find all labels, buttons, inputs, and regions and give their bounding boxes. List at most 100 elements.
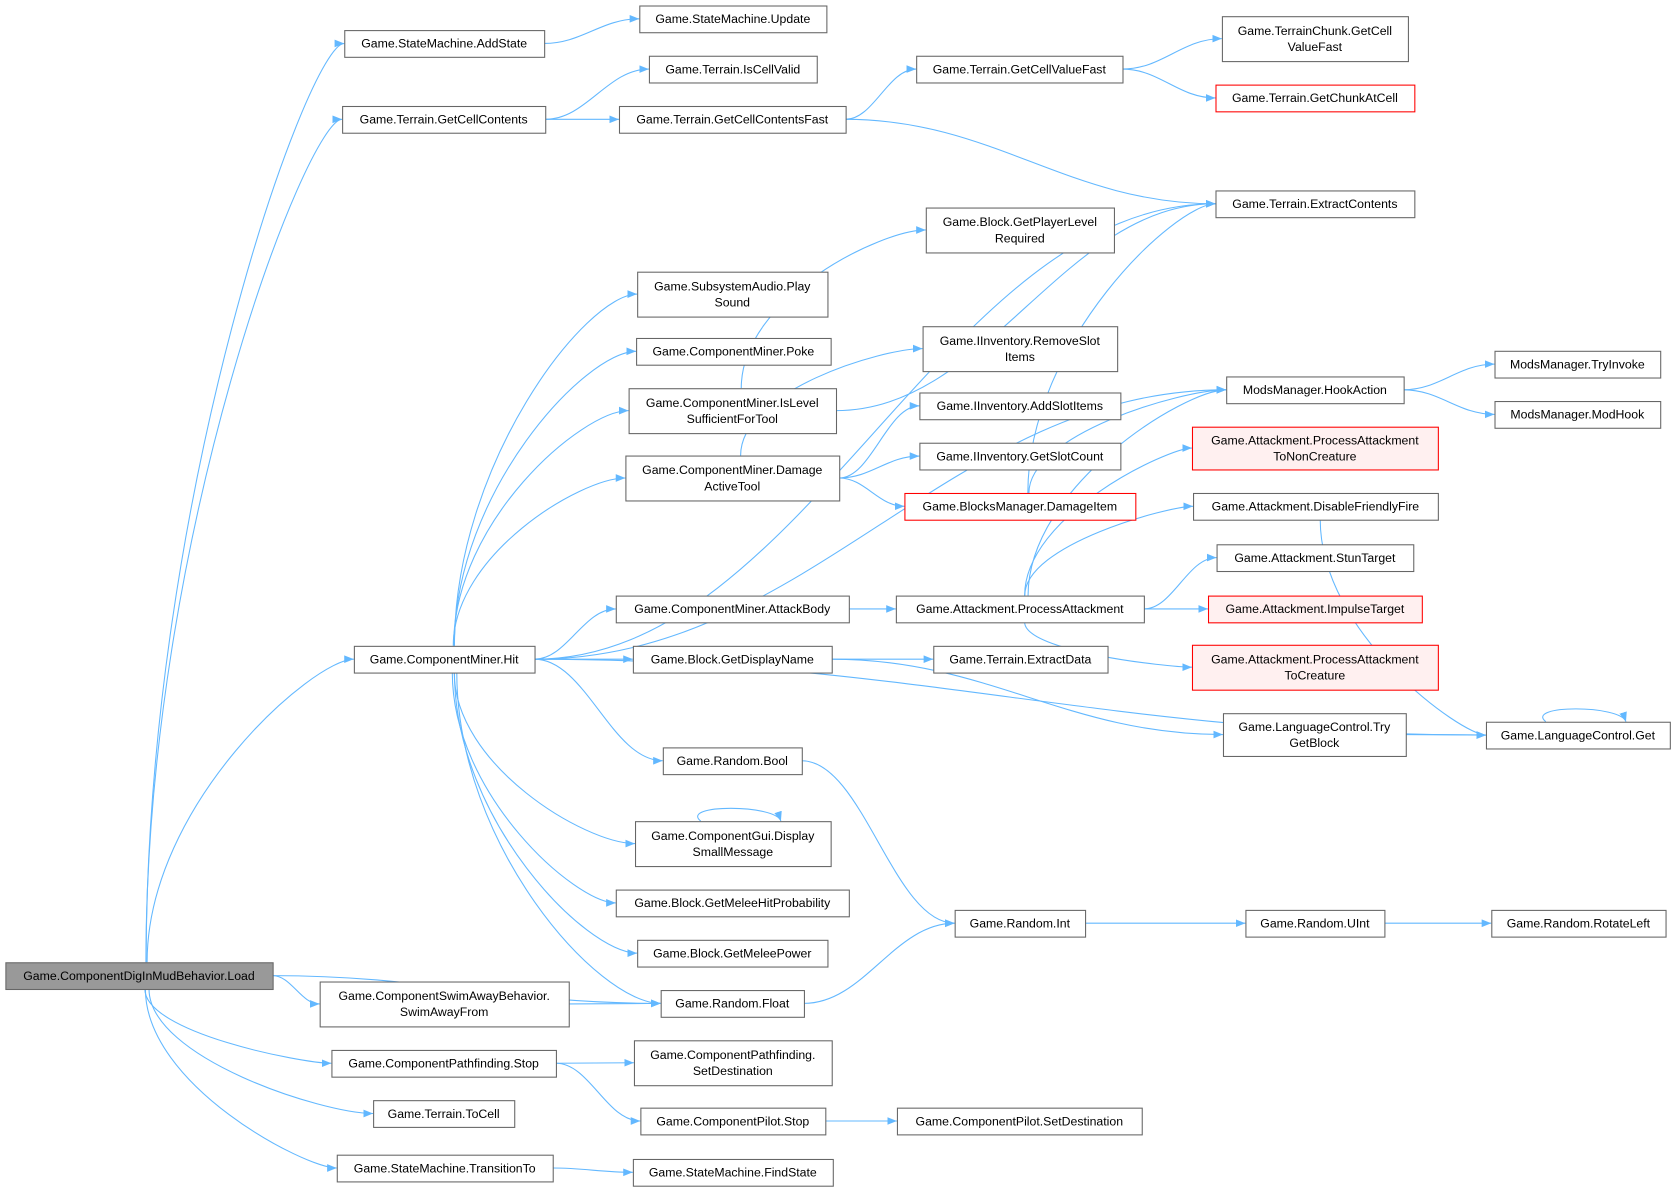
node-modhook[interactable]: ModsManager.ModHook bbox=[1494, 401, 1662, 429]
node-islevel[interactable]: Game.ComponentMiner.IsLevelSufficientFor… bbox=[628, 388, 838, 435]
node-box bbox=[933, 645, 1109, 674]
edge-damage-to-getslot bbox=[839, 452, 920, 479]
edge-hit-to-gui bbox=[453, 672, 635, 848]
node-load[interactable]: Game.ComponentDigInMudBehavior.Load bbox=[5, 962, 274, 991]
node-box bbox=[618, 105, 847, 134]
node-pf-set[interactable]: Game.ComponentPathfinding. SetDestination bbox=[633, 1040, 833, 1087]
node-pa-nc[interactable]: Game.Attackment.ProcessAttackmentToNonCr… bbox=[1191, 426, 1439, 471]
node-getslot[interactable]: Game.IInventory.GetSlotCount bbox=[919, 442, 1122, 471]
node-box bbox=[342, 105, 547, 134]
node-label: SetDestination bbox=[693, 1064, 773, 1078]
node-pa[interactable]: Game.Attackment.ProcessAttackment bbox=[895, 595, 1145, 624]
node-box bbox=[639, 5, 828, 34]
edge-gdn-to-lc-try bbox=[831, 658, 1223, 739]
node-label: Game.ComponentPathfinding. bbox=[650, 1048, 815, 1062]
node-t-gcvf[interactable]: Game.Terrain.GetCellValueFast bbox=[916, 55, 1124, 84]
node-label: Game.Block.GetMeleeHitProbability bbox=[634, 896, 831, 910]
edge-pa-to-hook bbox=[1027, 385, 1227, 596]
node-label: Game.Attackment.DisableFriendlyFire bbox=[1212, 500, 1420, 514]
node-label: Game.Random.Bool bbox=[677, 754, 788, 768]
node-rotate[interactable]: Game.Random.RotateLeft bbox=[1491, 909, 1667, 938]
node-ff[interactable]: Game.Attackment.DisableFriendlyFire bbox=[1193, 492, 1439, 521]
node-t-valid[interactable]: Game.Terrain.IsCellValid bbox=[648, 55, 818, 84]
node-lc-get[interactable]: Game.LanguageControl.Get bbox=[1485, 721, 1671, 750]
node-label: Game.Attackment.ProcessAttackment bbox=[1211, 652, 1419, 666]
node-box bbox=[1491, 909, 1667, 938]
node-box bbox=[640, 1107, 827, 1136]
node-label: Game.Terrain.IsCellValid bbox=[665, 62, 800, 76]
edge-hit-to-poke bbox=[453, 347, 637, 646]
node-box bbox=[922, 326, 1119, 373]
node-gdn[interactable]: Game.Block.GetDisplayName bbox=[632, 645, 833, 674]
node-label: ModsManager.TryInvoke bbox=[1510, 357, 1645, 371]
node-box bbox=[896, 1107, 1143, 1136]
node-label: Game.Terrain.GetCellContents bbox=[360, 113, 528, 127]
node-label: Game.LanguageControl.Get bbox=[1501, 728, 1656, 742]
node-rfloat[interactable]: Game.Random.Float bbox=[660, 990, 805, 1018]
node-swim[interactable]: Game.ComponentSwimAwayBehavior.SwimAwayF… bbox=[319, 981, 570, 1028]
node-pilot-stop[interactable]: Game.ComponentPilot.Stop bbox=[640, 1107, 827, 1136]
node-melee-prob[interactable]: Game.Block.GetMeleeHitProbability bbox=[615, 889, 850, 918]
node-box bbox=[637, 271, 829, 318]
edge-lc-try-to-lc-get bbox=[1405, 731, 1486, 739]
node-label: Game.ComponentPathfinding.Stop bbox=[348, 1057, 539, 1071]
node-t-chunk[interactable]: Game.Terrain.GetChunkAtCell bbox=[1215, 84, 1416, 113]
node-sm-add[interactable]: Game.StateMachine.AddState bbox=[344, 30, 546, 58]
node-tryinvoke[interactable]: ModsManager.TryInvoke bbox=[1494, 350, 1662, 379]
edge-load-to-transition bbox=[144, 988, 337, 1172]
edge-pa-to-stun bbox=[1143, 553, 1217, 610]
node-box bbox=[331, 1049, 557, 1078]
node-label: Game.Terrain.GetCellContentsFast bbox=[636, 113, 828, 127]
node-tocell[interactable]: Game.Terrain.ToCell bbox=[373, 1100, 516, 1128]
node-tc-gcvf[interactable]: Game.TerrainChunk.GetCellValueFast bbox=[1221, 16, 1409, 63]
edge-hit-to-melee-pow bbox=[453, 672, 638, 957]
node-pa-c[interactable]: Game.Attackment.ProcessAttackmentToCreat… bbox=[1191, 644, 1439, 691]
node-extractdata[interactable]: Game.Terrain.ExtractData bbox=[933, 645, 1109, 674]
node-box bbox=[660, 990, 805, 1018]
node-pilot-set[interactable]: Game.ComponentPilot.SetDestination bbox=[896, 1107, 1143, 1136]
node-rbool[interactable]: Game.Random.Bool bbox=[662, 747, 803, 776]
node-pf-stop[interactable]: Game.ComponentPathfinding.Stop bbox=[331, 1049, 557, 1078]
node-t-getccf[interactable]: Game.Terrain.GetCellContentsFast bbox=[618, 105, 847, 134]
node-label: Game.Terrain.GetCellValueFast bbox=[933, 62, 1107, 76]
node-addslot[interactable]: Game.IInventory.AddSlotItems bbox=[919, 392, 1122, 421]
edge-swim-to-rfloat bbox=[568, 999, 661, 1008]
node-ruint[interactable]: Game.Random.UInt bbox=[1245, 909, 1386, 938]
node-label: Sound bbox=[715, 295, 751, 309]
node-attackbody[interactable]: Game.ComponentMiner.AttackBody bbox=[615, 595, 850, 624]
node-hit[interactable]: Game.ComponentMiner.Hit bbox=[353, 645, 536, 674]
node-poke[interactable]: Game.ComponentMiner.Poke bbox=[636, 337, 832, 366]
node-rint[interactable]: Game.Random.Int bbox=[954, 909, 1087, 938]
node-box bbox=[919, 442, 1122, 471]
node-t-extract[interactable]: Game.Terrain.ExtractContents bbox=[1215, 190, 1416, 219]
node-stun[interactable]: Game.Attackment.StunTarget bbox=[1216, 544, 1415, 573]
node-label: Game.Block.GetMeleePower bbox=[653, 946, 811, 960]
node-hook[interactable]: ModsManager.HookAction bbox=[1226, 376, 1405, 405]
edge-t-gcvf-to-tc-gcvf bbox=[1122, 34, 1222, 70]
node-transition[interactable]: Game.StateMachine.TransitionTo bbox=[336, 1154, 554, 1183]
node-label: Game.IInventory.RemoveSlot bbox=[940, 334, 1101, 348]
node-box bbox=[1215, 190, 1416, 219]
node-findstate[interactable]: Game.StateMachine.FindState bbox=[632, 1158, 834, 1187]
node-box bbox=[1226, 376, 1405, 405]
edge-transition-to-findstate bbox=[552, 1167, 633, 1177]
node-box bbox=[615, 595, 850, 624]
node-impulse[interactable]: Game.Attackment.ImpulseTarget bbox=[1207, 595, 1423, 624]
node-label: SmallMessage bbox=[693, 845, 774, 859]
node-label: Required bbox=[995, 231, 1045, 245]
node-label: ToCreature bbox=[1284, 668, 1345, 682]
node-sm-update[interactable]: Game.StateMachine.Update bbox=[639, 5, 828, 34]
node-label: Items bbox=[1005, 350, 1035, 364]
node-damageitem[interactable]: Game.BlocksManager.DamageItem bbox=[904, 492, 1137, 521]
node-melee-pow[interactable]: Game.Block.GetMeleePower bbox=[637, 939, 829, 968]
node-box bbox=[632, 1158, 834, 1187]
edge-load-to-pf-stop bbox=[144, 988, 332, 1068]
node-t-getcc[interactable]: Game.Terrain.GetCellContents bbox=[342, 105, 547, 134]
